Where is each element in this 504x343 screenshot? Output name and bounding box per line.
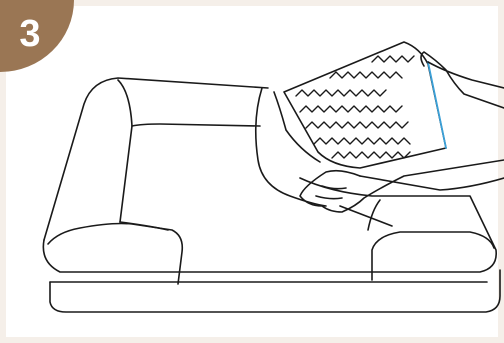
left-bolster [48, 224, 182, 285]
upper-arm [428, 62, 504, 88]
bolster-inner-back [132, 124, 260, 126]
mattress-left-edge [44, 78, 268, 240]
pillow-zigzag-pattern [296, 56, 414, 158]
mattress-outline [43, 178, 496, 272]
bed-base [50, 270, 500, 312]
bolster-corner-curve [118, 80, 132, 126]
bolster-inner-left [120, 126, 132, 222]
left-bolster-inner [120, 222, 168, 230]
upper-hand [421, 52, 504, 108]
cover-flap-fold [274, 92, 320, 162]
zipper-line [428, 62, 446, 148]
right-bolster-top [368, 200, 380, 230]
finger-2 [316, 196, 342, 199]
